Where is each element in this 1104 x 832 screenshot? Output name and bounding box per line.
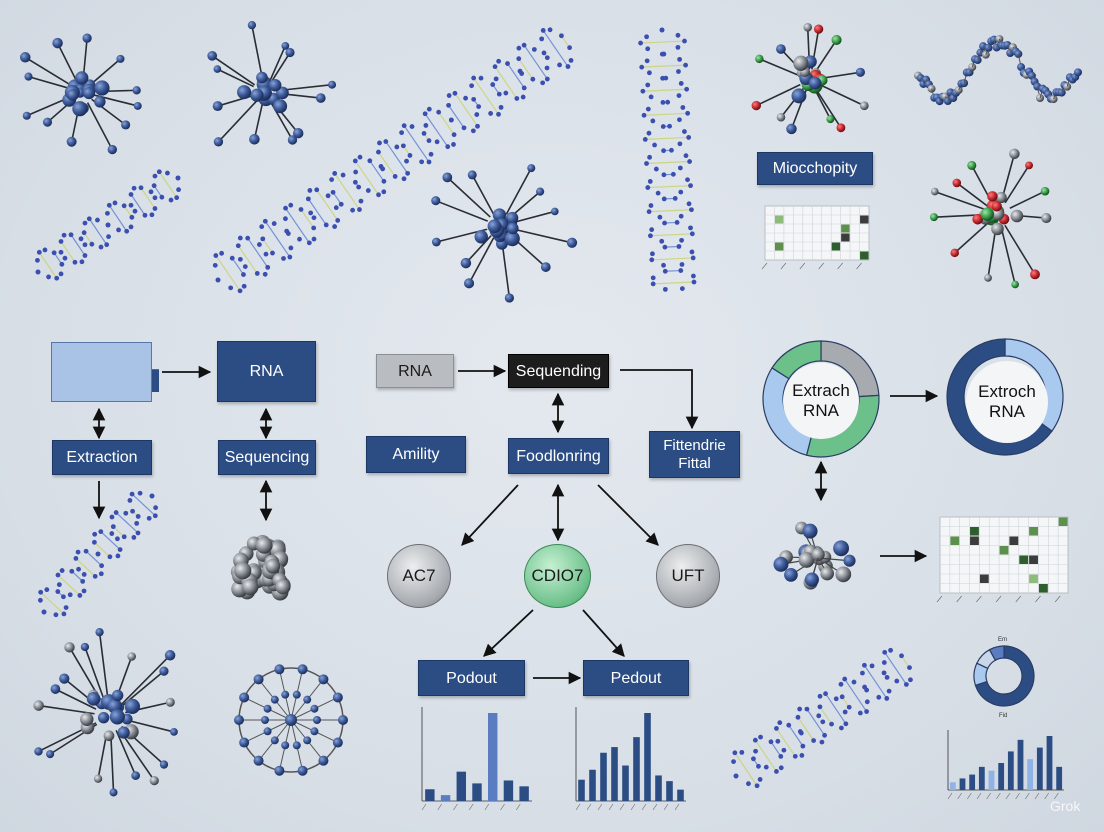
heatmap-icon (762, 206, 869, 269)
rna-box-left[interactable]: RNA (217, 341, 316, 402)
heatmap-icon (937, 517, 1068, 602)
rna-box-middle[interactable]: RNA (376, 354, 454, 388)
bar-chart-icon (948, 730, 1064, 799)
dna-helix-icon (38, 491, 158, 617)
molecule-icon (20, 34, 142, 155)
ac7-node[interactable]: AC7 (387, 544, 451, 608)
donut-icon (974, 646, 1034, 706)
atom-cluster-icon (231, 535, 291, 601)
network-icon (234, 664, 348, 775)
uft-node[interactable]: UFT (656, 544, 720, 608)
bar-chart-icon (576, 707, 686, 810)
dna-helix-icon (638, 28, 696, 292)
grok-watermark: Grok (1050, 798, 1080, 814)
flow-arrow (484, 610, 533, 656)
molecule-icon (33, 628, 177, 796)
dna-helix-icon (731, 648, 913, 788)
donut-top-caption: Em (998, 637, 1007, 643)
microscopy-label: Miocchopity (757, 152, 873, 185)
amility-box[interactable]: Amility (366, 436, 466, 473)
molecule-icon (207, 21, 336, 146)
foodlonring-box[interactable]: Foodlonring (508, 438, 609, 474)
flow-arrow (462, 485, 518, 545)
fittendrie-box[interactable]: Fittendrie Fittal (649, 431, 740, 478)
flow-arrow (598, 485, 658, 545)
pedout-box[interactable]: Pedout (583, 660, 689, 696)
cdio7-node[interactable]: CDIO7 (524, 544, 591, 608)
flow-arrow (583, 610, 624, 656)
atom-cluster-icon (773, 522, 855, 590)
dna-helix-icon (35, 169, 181, 280)
sequending-box[interactable]: Sequending (508, 354, 609, 388)
flow-arrow (620, 370, 692, 428)
molecule-icon (431, 164, 577, 302)
extrach-rna-label: Extrach RNA (783, 363, 859, 439)
extraction-box[interactable]: Extraction (52, 440, 152, 475)
molecule-icon (752, 23, 869, 134)
extraction-chart-thumbnail (51, 342, 152, 402)
molecule-icon (930, 149, 1051, 289)
sequencing-box[interactable]: Sequencing (218, 440, 316, 475)
bar-chart-icon (422, 707, 532, 810)
donut-bottom-caption: Fid (999, 713, 1007, 719)
molecule-icon (914, 35, 1082, 105)
extroch-rna-label: Extroch RNA (966, 361, 1048, 443)
dna-helix-icon (213, 27, 574, 293)
podout-box[interactable]: Podout (418, 660, 525, 696)
